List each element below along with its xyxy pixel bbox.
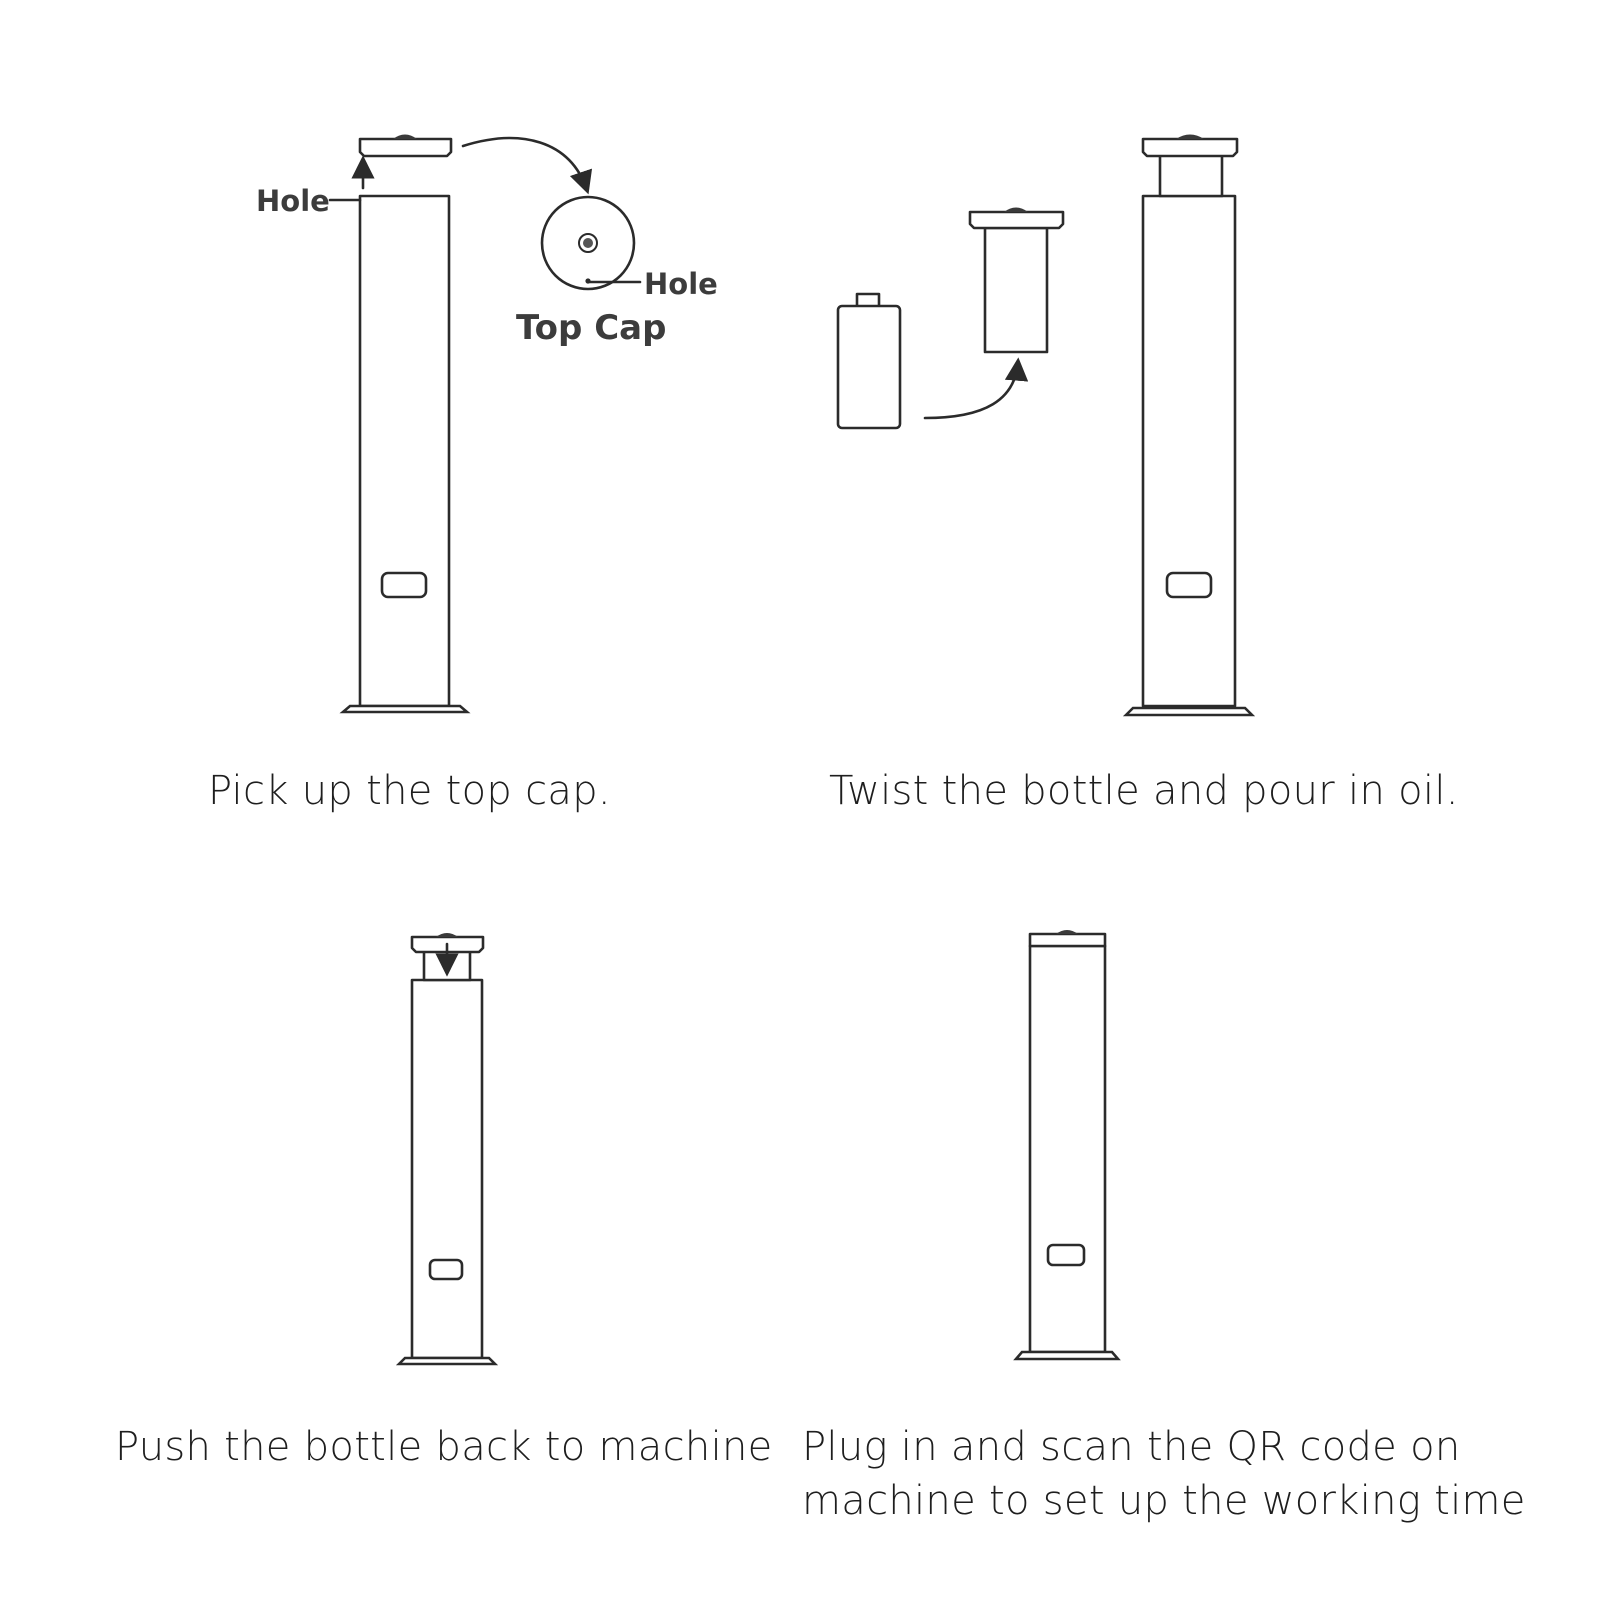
cap-flip-arrow bbox=[461, 136, 593, 195]
panel-2-illustration bbox=[836, 134, 1256, 717]
label-hole-right: Hole bbox=[644, 267, 718, 301]
diffuser-machine-4 bbox=[1013, 930, 1121, 1361]
top-cap-underside bbox=[540, 195, 636, 291]
label-top-cap: Top Cap bbox=[516, 308, 667, 348]
caption-step-4-line-2: machine to set up the working time bbox=[802, 1478, 1526, 1524]
caption-step-4-line-1: Plug in and scan the QR code on bbox=[802, 1424, 1461, 1470]
diffuser-machine-1 bbox=[339, 194, 471, 714]
caption-step-3: Push the bottle back to machine bbox=[115, 1424, 773, 1470]
caption-step-2: Twist the bottle and pour in oil. bbox=[829, 768, 1459, 814]
top-cap-lifted bbox=[358, 134, 453, 158]
removed-bottle bbox=[968, 207, 1065, 354]
panel-3-illustration bbox=[395, 933, 499, 1366]
pour-arrow bbox=[923, 357, 1029, 420]
caption-step-1: Pick up the top cap. bbox=[208, 768, 611, 814]
label-hole-left: Hole bbox=[256, 184, 330, 218]
panel-1-illustration bbox=[328, 134, 642, 714]
panel-4-illustration bbox=[1013, 930, 1121, 1361]
oil-bottle bbox=[836, 292, 902, 430]
diffuser-machine-3 bbox=[395, 933, 499, 1366]
diffuser-machine-2 bbox=[1122, 134, 1256, 717]
